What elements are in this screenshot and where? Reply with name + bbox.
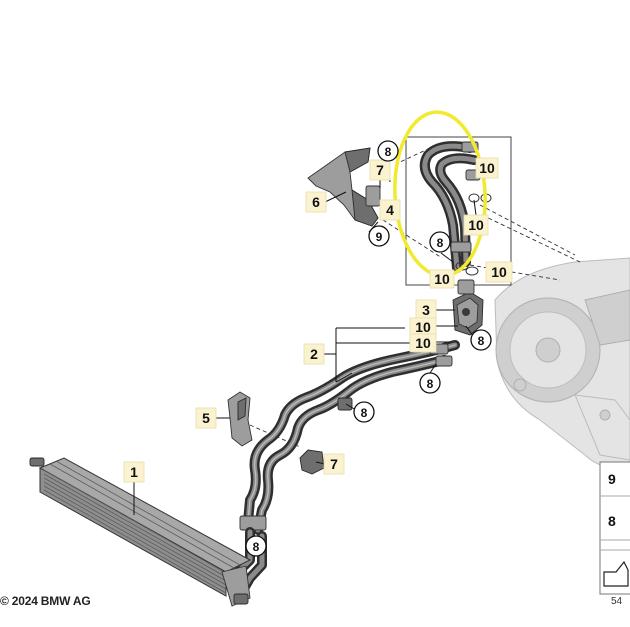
upper-hose-assembly[interactable] [419,141,492,276]
svg-text:10: 10 [468,217,484,233]
svg-text:2: 2 [310,346,318,362]
callout-7-upper[interactable]: 7 [369,159,391,181]
svg-text:8: 8 [608,513,616,529]
callout-8-bracket[interactable]: 8 [245,535,267,557]
callout-1[interactable]: 1 [123,461,145,483]
svg-text:7: 7 [376,162,384,178]
svg-text:1: 1 [130,464,138,480]
oil-cooler[interactable] [29,457,252,607]
callout-8-top[interactable]: 8 [377,140,399,162]
svg-text:8: 8 [361,406,368,420]
legend-symbol [603,560,629,587]
svg-text:4: 4 [386,202,394,218]
transmission-flange[interactable] [452,279,484,336]
copyright-notice: © 2024 BMW AG [0,594,91,608]
svg-text:10: 10 [434,271,450,287]
svg-text:6: 6 [312,194,320,210]
svg-text:10: 10 [479,160,495,176]
svg-text:10: 10 [491,264,507,280]
cooler-bracket-5[interactable] [227,391,253,447]
svg-text:8: 8 [478,334,485,348]
callout-5[interactable]: 5 [195,407,217,429]
callout-10-flange[interactable]: 10 [485,261,513,283]
callout-8-flange[interactable]: 8 [470,329,492,351]
svg-text:10: 10 [415,319,431,335]
callout-9-left[interactable]: 9 [368,225,390,247]
callout-8-line[interactable]: 8 [419,372,441,394]
legend-row-8[interactable]: 8 [608,513,616,529]
transmission-housing [494,257,630,471]
callout-8-hose[interactable]: 8 [353,401,375,423]
svg-text:9: 9 [376,230,383,244]
svg-text:8: 8 [427,377,434,391]
svg-text:8: 8 [437,236,444,250]
image-number: 54 [611,596,623,607]
svg-text:8: 8 [385,145,392,159]
callout-2[interactable]: 2 [303,343,325,365]
callout-10-partial[interactable]: 10 [429,269,455,289]
callout-10-line-a[interactable]: 10 [409,317,437,337]
svg-text:9: 9 [608,471,616,487]
callout-10-top[interactable]: 10 [475,157,499,179]
svg-text:7: 7 [330,456,338,472]
legend-row-9[interactable]: 9 [608,471,616,487]
heat-shield-bracket[interactable] [307,147,381,227]
callout-6[interactable]: 6 [305,191,327,213]
parts-legend: 9 8 [599,461,630,595]
callout-4[interactable]: 4 [379,199,401,221]
callout-10-mid[interactable]: 10 [463,214,489,236]
callout-3[interactable]: 3 [415,299,437,321]
svg-text:3: 3 [422,302,430,318]
hose-bracket-7[interactable] [299,449,325,475]
callout-7-lower[interactable]: 7 [323,453,345,475]
callout-8-inner[interactable]: 8 [429,231,451,253]
svg-text:8: 8 [253,540,260,554]
svg-text:5: 5 [202,410,210,426]
callout-10-line-b[interactable]: 10 [409,333,437,353]
hose-clip[interactable] [337,397,353,411]
svg-text:10: 10 [415,335,431,351]
